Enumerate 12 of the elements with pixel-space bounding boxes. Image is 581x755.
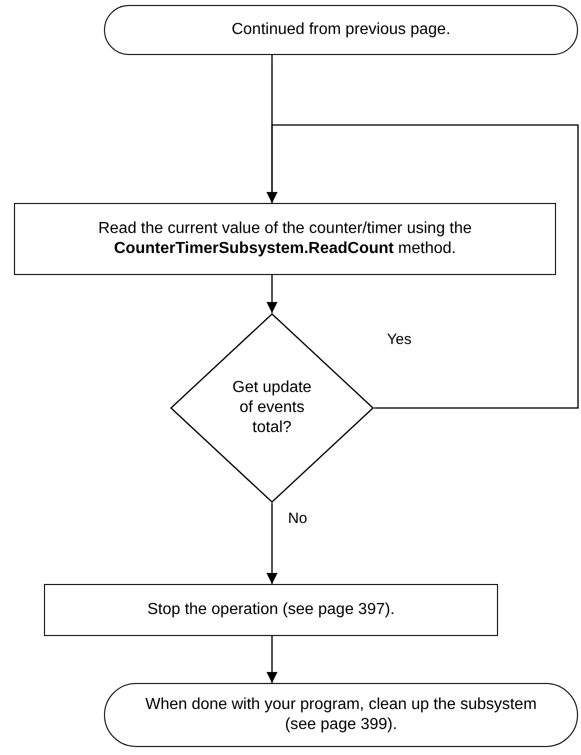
arrow bbox=[266, 636, 278, 683]
node-text: When done with your program, clean up the subsystem (see page 399). bbox=[144, 695, 538, 735]
arrow bbox=[266, 275, 278, 313]
arrow bbox=[266, 503, 278, 584]
process-box bbox=[44, 584, 498, 636]
node-text: Get update of events total? bbox=[232, 378, 312, 438]
terminator-box bbox=[104, 5, 578, 55]
node-text: Stop the operation (see page 397). bbox=[147, 600, 395, 620]
process-box bbox=[14, 203, 556, 275]
node-text: Read the current value of the counter/timer using the CounterTimerSubsystem.ReadCount method. bbox=[97, 219, 473, 259]
arrow bbox=[266, 124, 579, 409]
node-text: Continued from previous page. bbox=[232, 20, 450, 40]
